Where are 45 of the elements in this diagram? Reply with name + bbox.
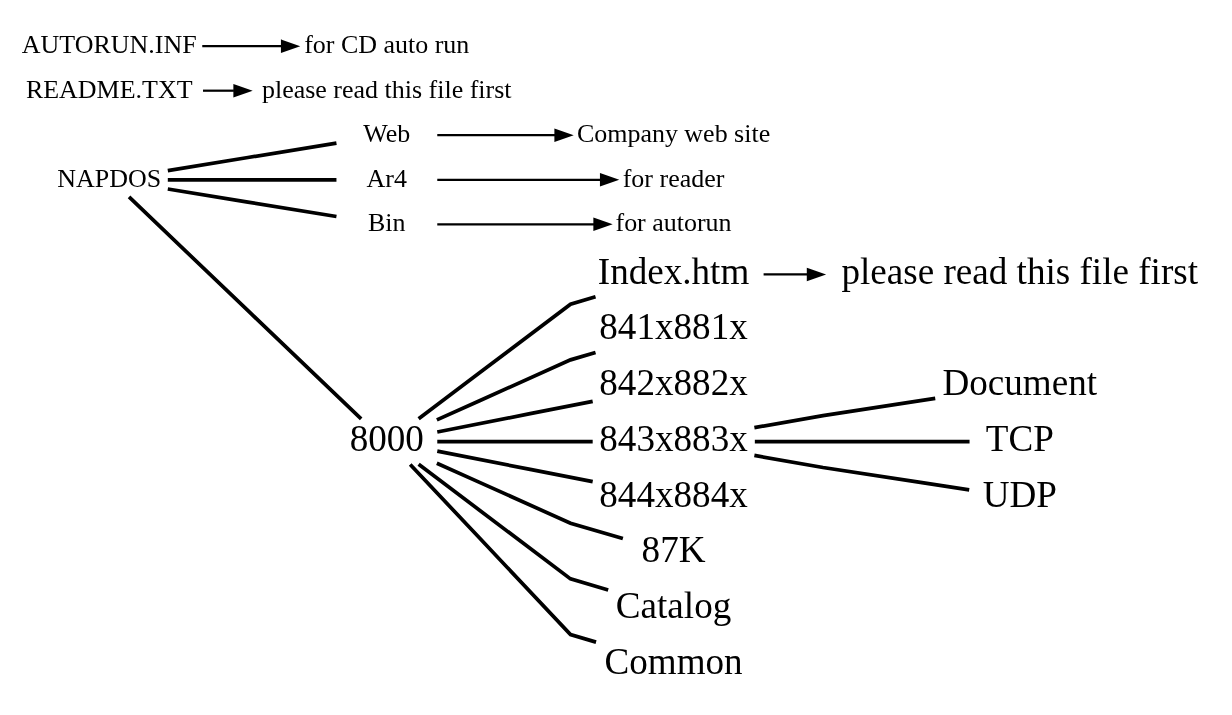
node-text: 844x884x xyxy=(599,473,748,515)
node-text: Common xyxy=(604,640,743,682)
node-text: for CD auto run xyxy=(304,29,470,59)
node-text: Ar4 xyxy=(366,163,407,193)
connector xyxy=(436,461,624,540)
node-text: 843x883x xyxy=(599,417,748,459)
arrow xyxy=(203,83,253,97)
arrow xyxy=(437,172,620,187)
node-text: README.TXT xyxy=(25,74,193,104)
node-text: please read this file first xyxy=(261,74,512,104)
node-text: 87K xyxy=(641,528,706,570)
node-text: 841x881x xyxy=(599,305,748,347)
node-text: for reader xyxy=(622,163,725,193)
arrow xyxy=(437,127,574,142)
node-text: Catalog xyxy=(615,584,732,626)
connector xyxy=(754,439,970,443)
arrow xyxy=(437,217,613,231)
connector xyxy=(167,140,337,172)
node-text: TCP xyxy=(985,417,1054,459)
node-text: 842x882x xyxy=(599,361,748,403)
connector xyxy=(436,399,594,434)
arrow xyxy=(763,267,827,281)
connector xyxy=(754,453,970,492)
connector xyxy=(417,294,597,420)
node-text: AUTORUN.INF xyxy=(21,29,197,59)
node-text: Document xyxy=(942,361,1098,403)
connector xyxy=(127,195,363,420)
connector xyxy=(437,439,593,443)
node-text: Web xyxy=(363,118,411,148)
node-text: NAPDOS xyxy=(57,163,162,193)
connector xyxy=(417,462,609,592)
connector xyxy=(436,350,597,422)
connector xyxy=(754,396,936,429)
connector xyxy=(408,462,597,644)
node-text: Index.htm xyxy=(597,250,750,292)
connector xyxy=(167,177,337,182)
node-text: Bin xyxy=(367,207,406,237)
connector xyxy=(436,448,594,483)
node-text: Company web site xyxy=(576,118,771,148)
node-text: please read this file first xyxy=(841,250,1199,292)
node-text: for autorun xyxy=(615,207,732,237)
connector xyxy=(167,186,337,218)
node-text: UDP xyxy=(982,473,1057,515)
node-text: 8000 xyxy=(349,417,424,459)
arrow xyxy=(202,38,301,53)
